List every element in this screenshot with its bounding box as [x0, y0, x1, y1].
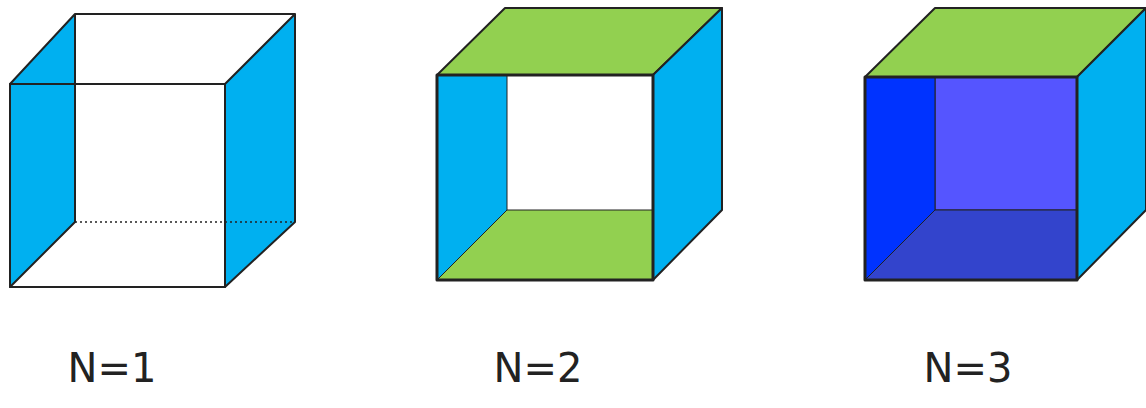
cube-face [437, 75, 507, 280]
cube-one [10, 14, 295, 287]
cube-face [1077, 8, 1146, 280]
cube-two [437, 8, 722, 280]
cube-front [437, 75, 653, 280]
count-label: N=1 [68, 348, 157, 388]
cube-edge [75, 13, 295, 15]
cube-face [10, 14, 75, 287]
cube-face [935, 77, 1077, 210]
count-label: N=3 [924, 348, 1013, 388]
cube-face [225, 14, 295, 287]
cube-face [865, 210, 1077, 280]
cube-front [10, 84, 225, 287]
cube-face [653, 8, 722, 280]
hidden-edge [75, 221, 295, 223]
cube-front [865, 77, 1077, 280]
count-label: N=2 [494, 348, 583, 388]
cube-three [865, 8, 1146, 280]
